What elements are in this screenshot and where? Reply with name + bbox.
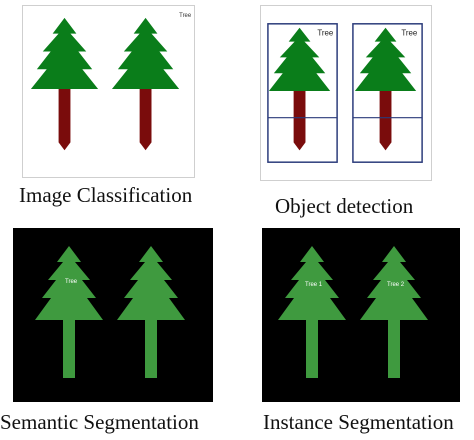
tree-mask-foliage bbox=[35, 246, 103, 320]
image-classification-panel: Tree bbox=[22, 5, 195, 178]
tree-foliage bbox=[354, 27, 417, 92]
detection-label-left: Tree bbox=[317, 29, 334, 38]
instance-segmentation-illustration: Tree 1 Tree 2 bbox=[278, 246, 428, 378]
class-label: Tree bbox=[179, 13, 192, 19]
tree-mask-2 bbox=[360, 246, 428, 378]
tree-mask-left bbox=[35, 246, 103, 378]
bounding-box-left bbox=[267, 23, 338, 163]
tree-mask-foliage bbox=[278, 246, 346, 320]
tree-mask-foliage bbox=[360, 246, 428, 320]
image-classification-illustration: Tree bbox=[30, 13, 192, 151]
instance-label-1: Tree 1 bbox=[305, 282, 323, 288]
semantic-label: Tree bbox=[65, 279, 78, 285]
tree-trunk bbox=[379, 91, 392, 151]
tree-left bbox=[268, 27, 331, 151]
tree-mask-trunk bbox=[306, 320, 318, 378]
tree-mask-trunk bbox=[63, 320, 75, 378]
tree-mask-foliage bbox=[117, 246, 185, 320]
bounding-box-right bbox=[352, 23, 423, 163]
tree-right bbox=[354, 27, 417, 151]
tree-trunk bbox=[139, 89, 152, 151]
tree-left bbox=[30, 17, 99, 151]
object-detection-illustration: Tree Tree bbox=[267, 23, 423, 163]
tree-mask-trunk bbox=[145, 320, 157, 378]
tree-foliage bbox=[30, 17, 99, 90]
detection-label-right: Tree bbox=[401, 29, 418, 38]
tree-mask-right bbox=[117, 246, 185, 378]
semantic-segmentation-illustration: Tree bbox=[35, 246, 185, 378]
tree-mask-trunk bbox=[388, 320, 400, 378]
tree-foliage bbox=[111, 17, 180, 90]
tree-mask-1 bbox=[278, 246, 346, 378]
tree-trunk bbox=[293, 91, 306, 151]
instance-segmentation-caption: Instance Segmentation bbox=[263, 410, 454, 434]
object-detection-panel: Tree Tree bbox=[260, 5, 432, 181]
semantic-segmentation-caption: Semantic Segmentation bbox=[0, 410, 199, 434]
tree-right bbox=[111, 17, 180, 151]
semantic-segmentation-panel: Tree bbox=[13, 228, 213, 402]
tree-foliage bbox=[268, 27, 331, 92]
instance-label-2: Tree 2 bbox=[387, 282, 405, 288]
instance-segmentation-panel: Tree 1 Tree 2 bbox=[262, 228, 460, 402]
object-detection-caption: Object detection bbox=[275, 194, 414, 218]
tree-trunk bbox=[58, 89, 71, 151]
image-classification-caption: Image Classification bbox=[19, 183, 193, 207]
